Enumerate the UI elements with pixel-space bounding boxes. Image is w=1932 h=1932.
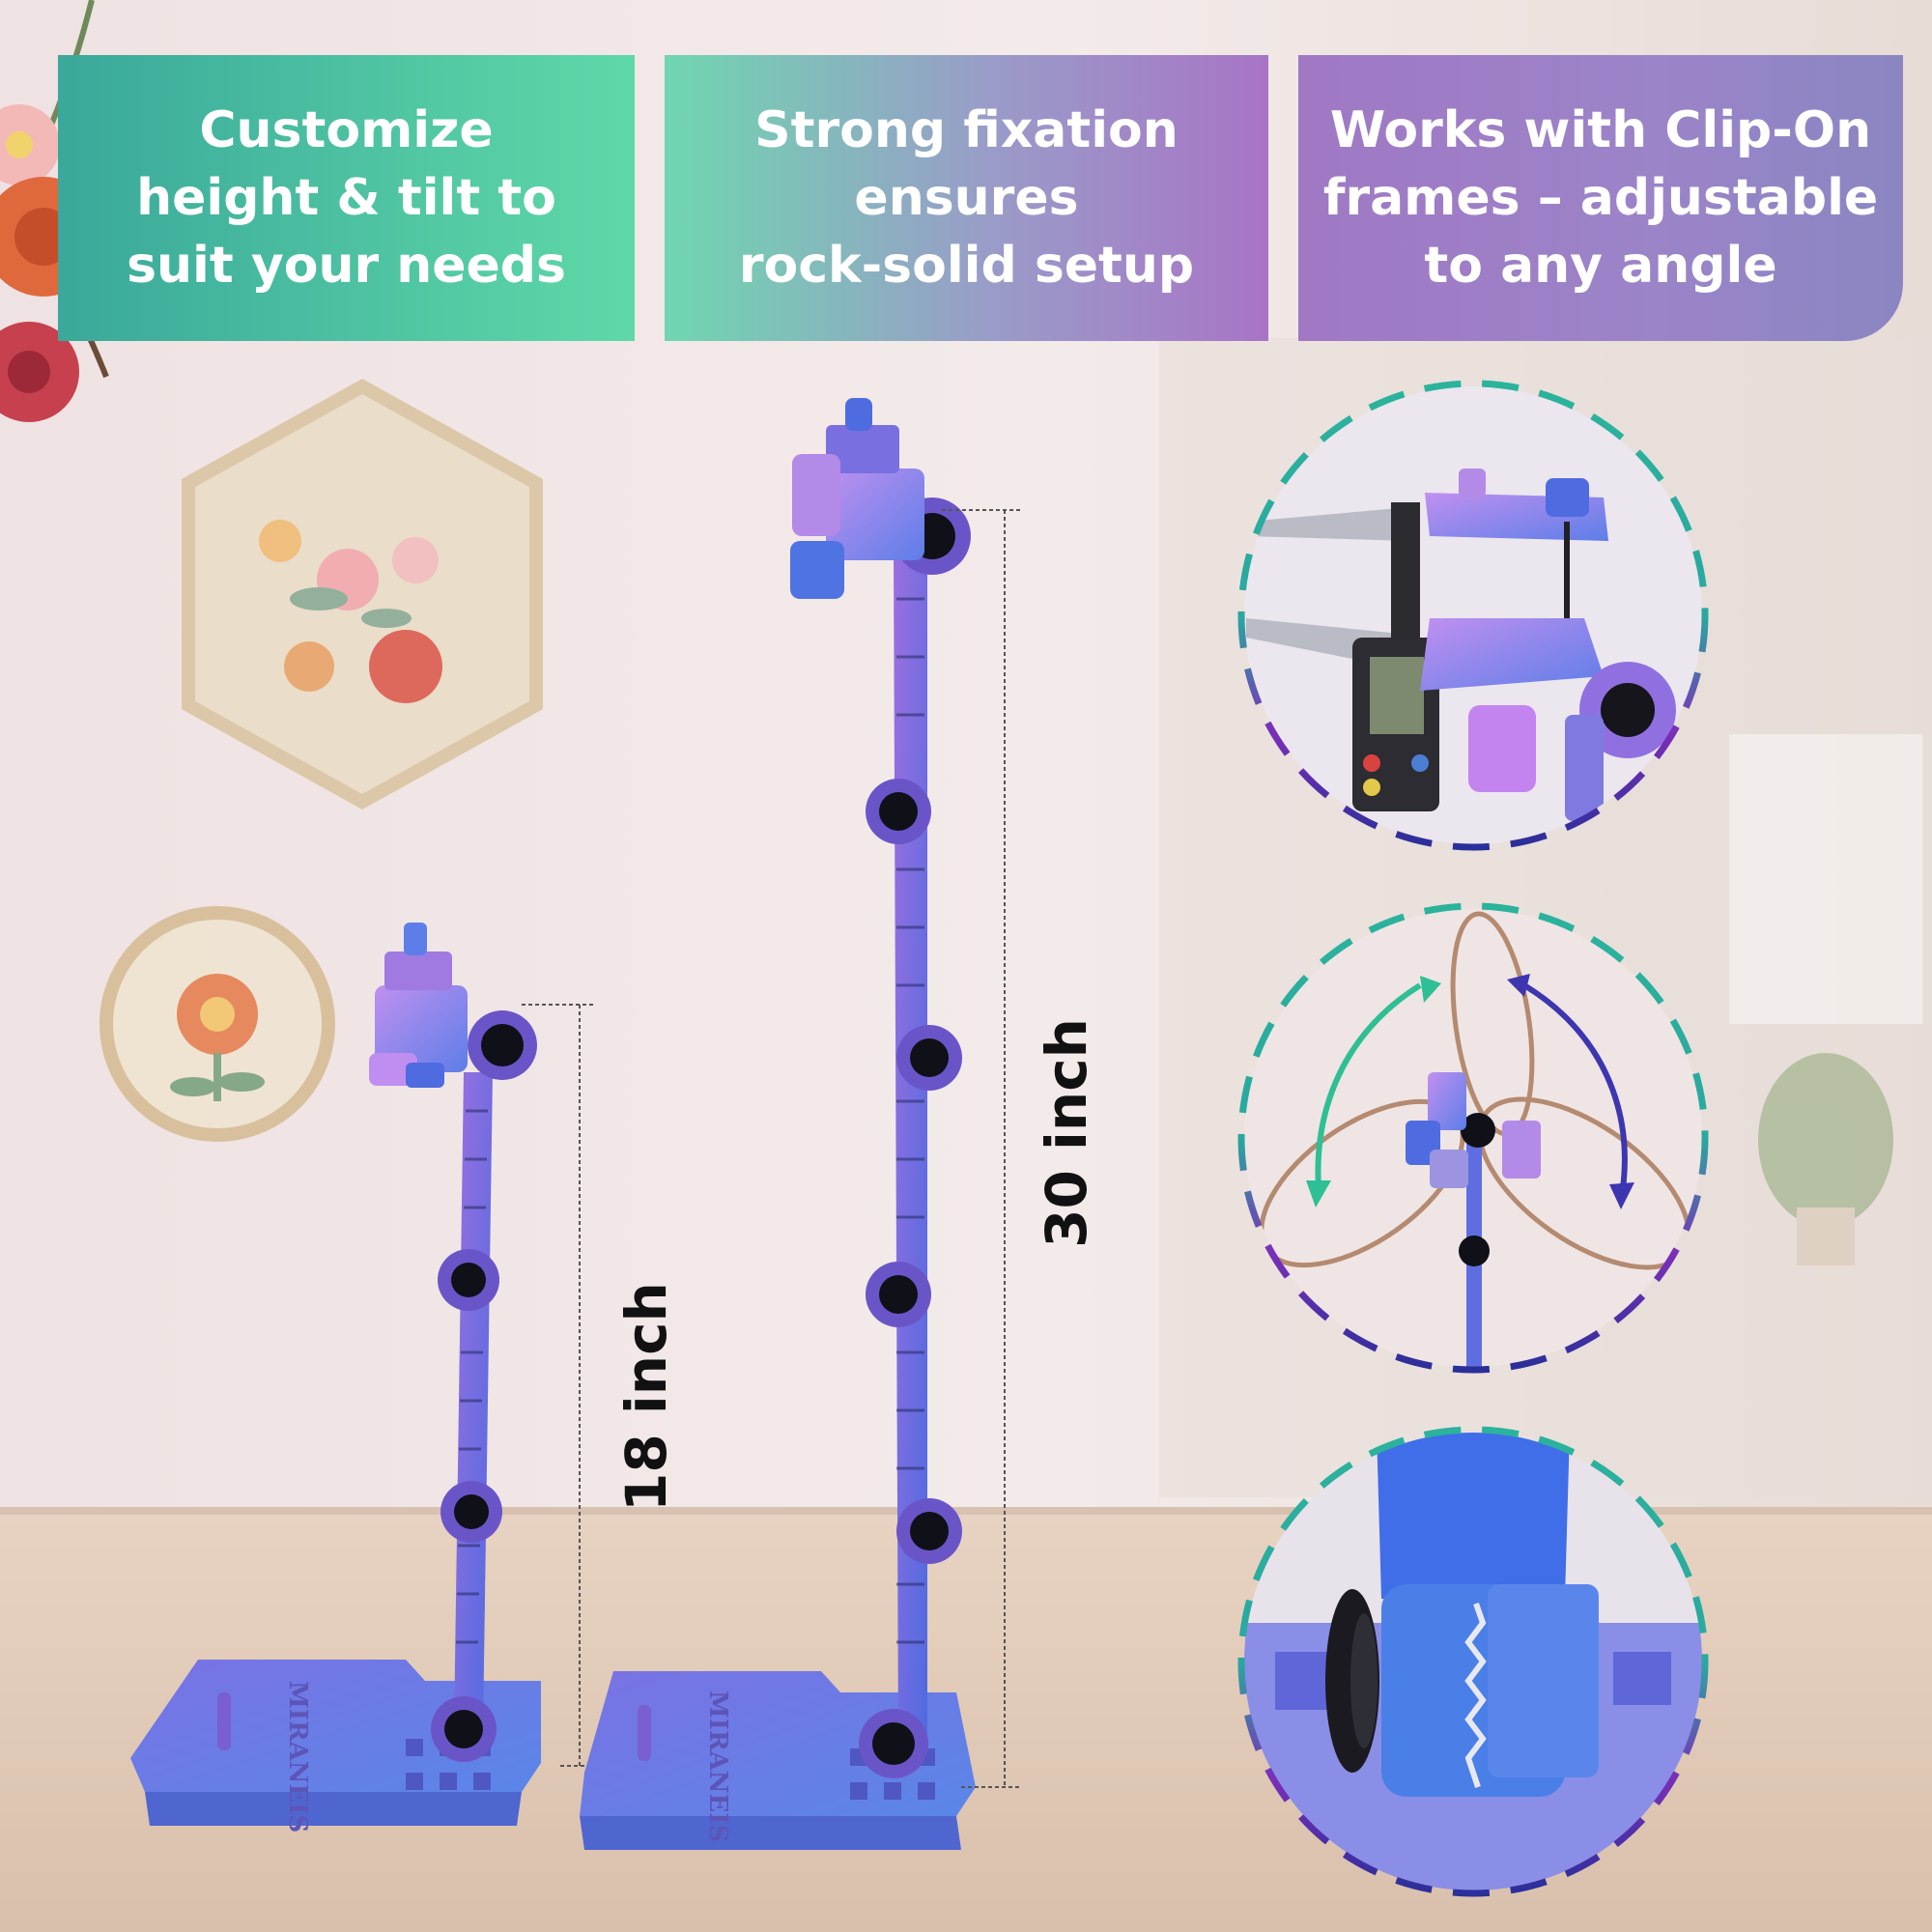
caliper-closeup <box>1237 380 1709 851</box>
base-logo-tall: MIRANEIS <box>703 1690 732 1842</box>
banner-fixation: Strong fixation ensures rock-solid setup <box>665 55 1268 341</box>
round-hoop-decor <box>99 906 335 1142</box>
base-logo-short: MIRANEIS <box>283 1681 312 1833</box>
tall-stand: MIRANEIS <box>580 398 976 1850</box>
plant-decor <box>1758 1053 1893 1265</box>
banner-customize-text: Customize height & tilt to suit your nee… <box>127 101 566 295</box>
joint-closeup <box>1237 1426 1709 1897</box>
short-stand: MIRANEIS <box>130 923 541 1833</box>
banner-clip-on: Works with Clip-On frames – adjustable t… <box>1298 55 1903 341</box>
measure-label-short: 18 inch <box>613 1282 679 1512</box>
hexagon-hoop-decor <box>182 378 543 810</box>
banner-fixation-text: Strong fixation ensures rock-solid setup <box>738 101 1195 295</box>
measure-label-tall: 30 inch <box>1034 1018 1099 1248</box>
banner-customize: Customize height & tilt to suit your nee… <box>58 55 635 341</box>
banner-clip-on-text: Works with Clip-On frames – adjustable t… <box>1322 101 1879 295</box>
measure-line-tall <box>942 509 1022 1788</box>
rotation-closeup <box>1237 902 1709 1374</box>
